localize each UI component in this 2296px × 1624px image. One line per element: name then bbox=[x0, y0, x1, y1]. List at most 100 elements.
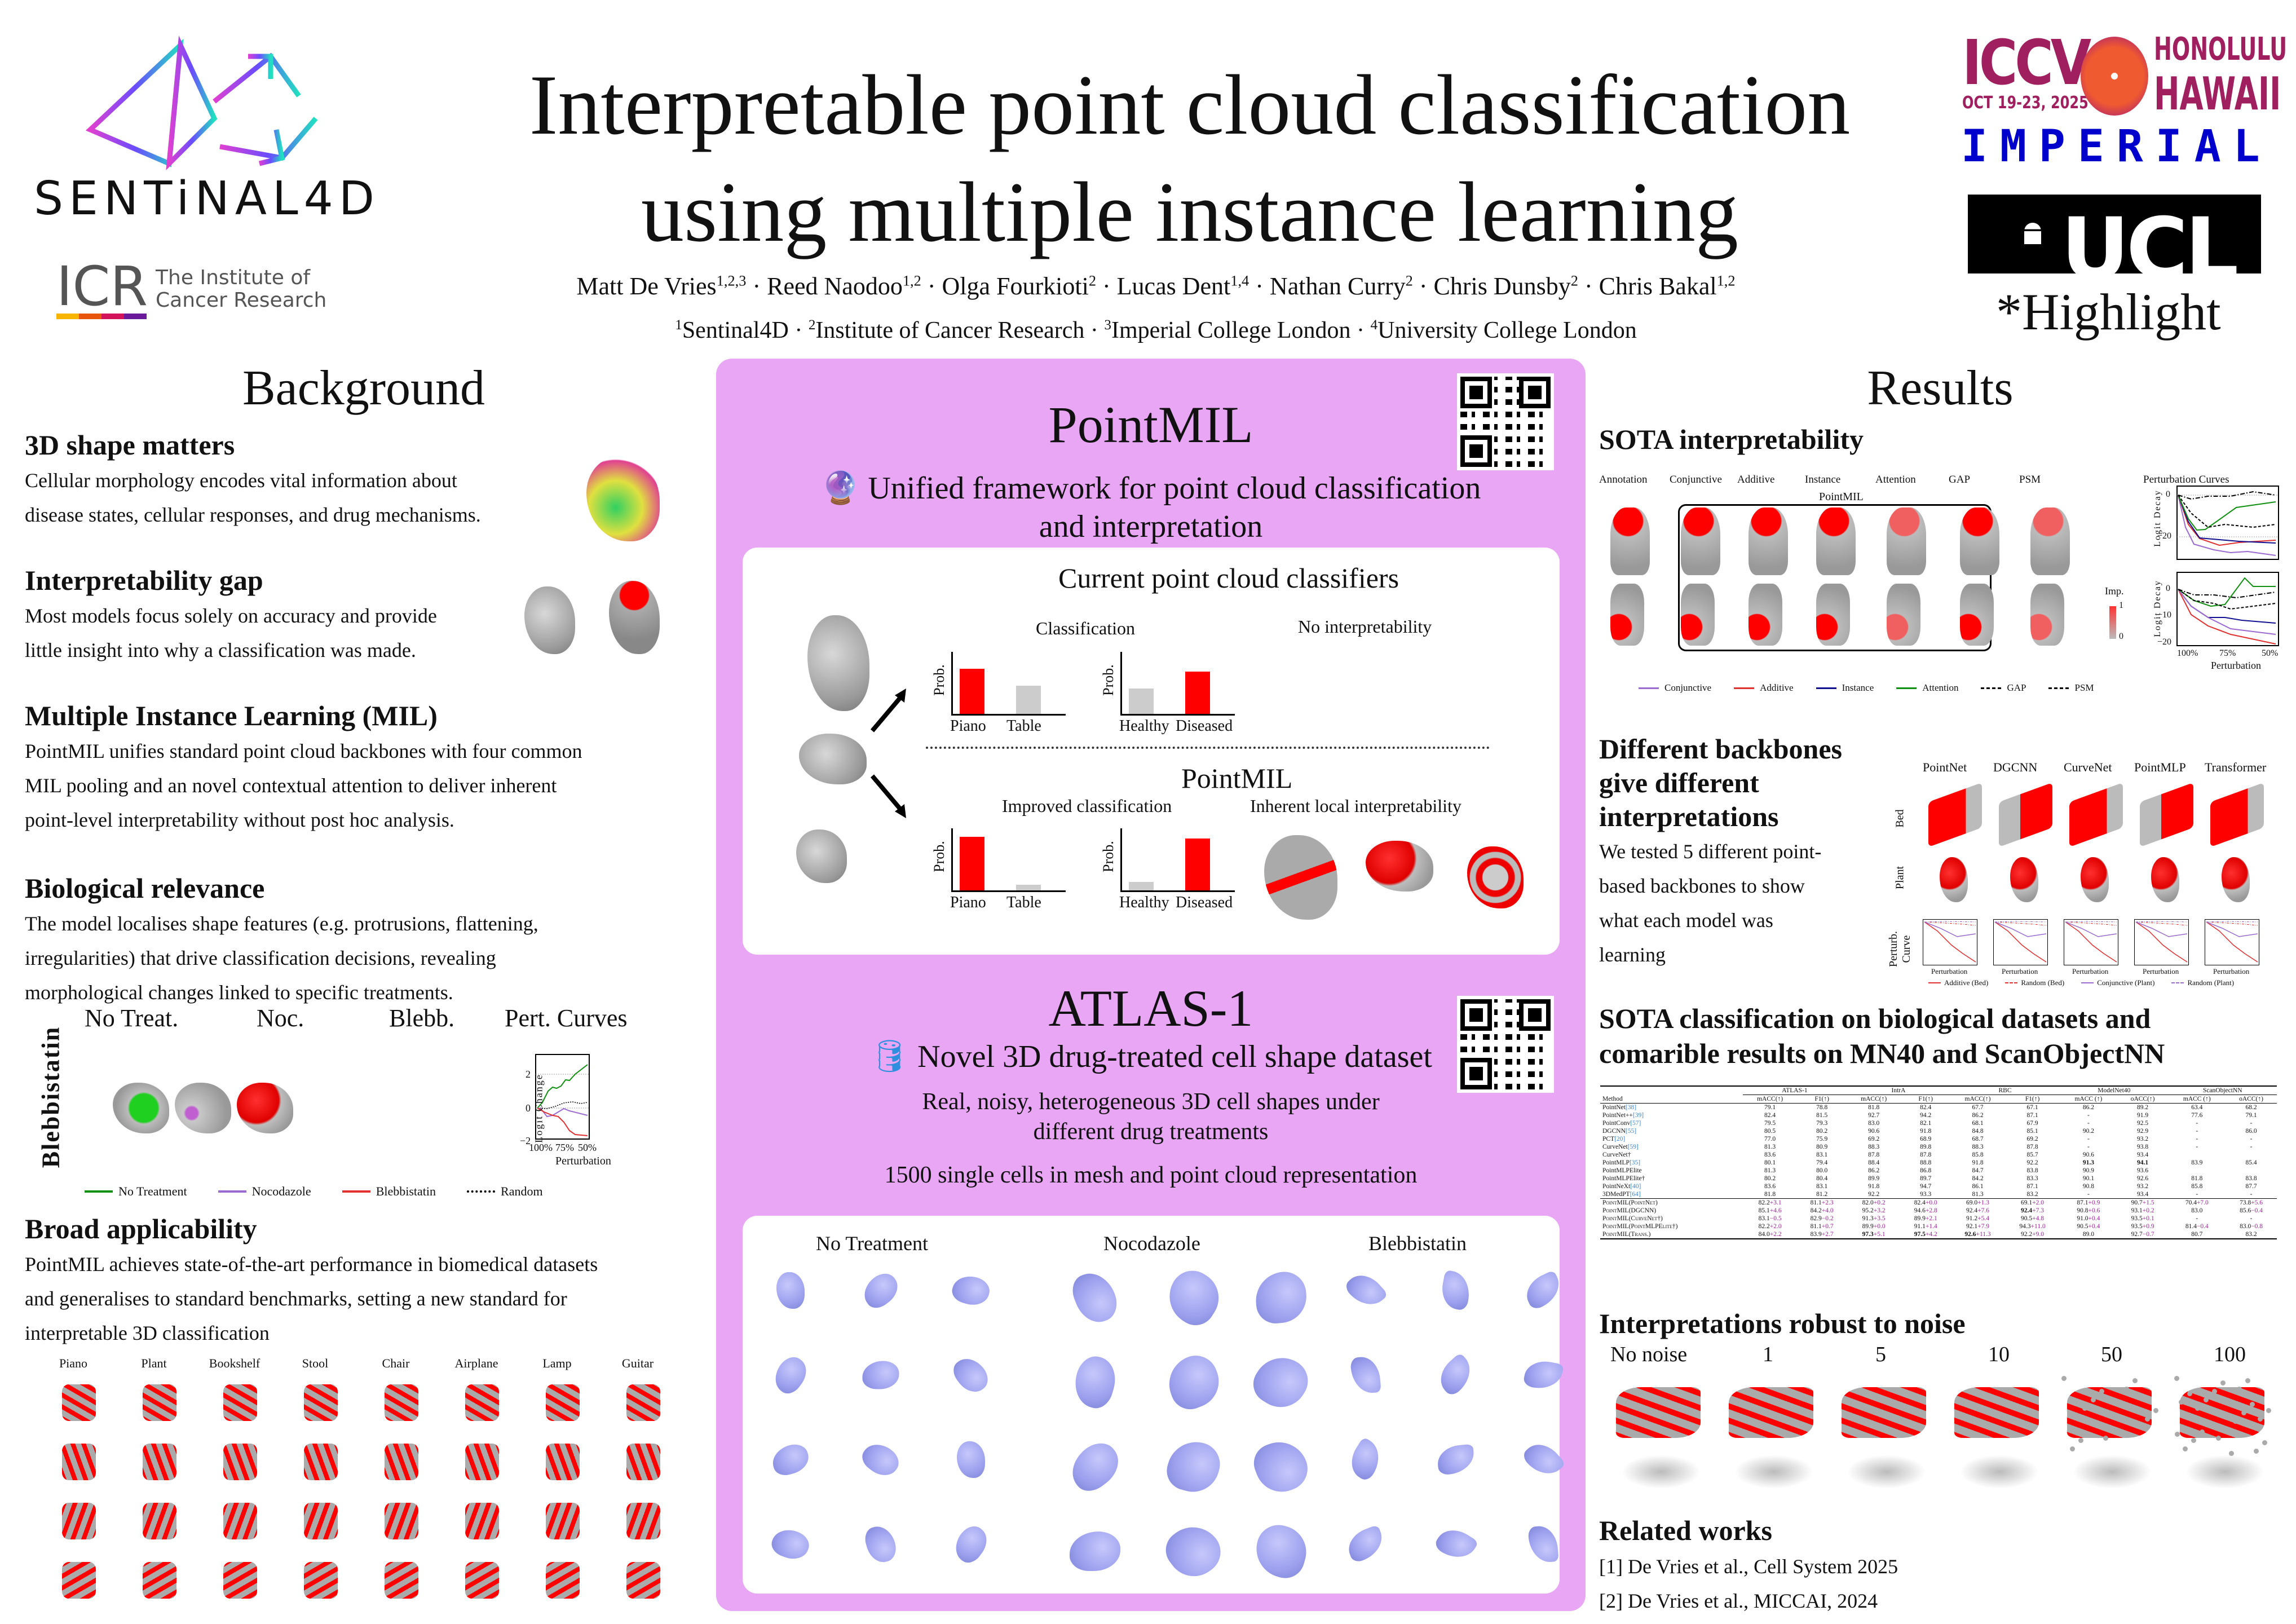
prob-bar-label: Diseased bbox=[1176, 894, 1233, 911]
bleb-col-curves: Pert. Curves bbox=[505, 1004, 628, 1032]
cell-value: 84.8 bbox=[1972, 1128, 1984, 1135]
modelnet-interpretation-image bbox=[223, 1562, 257, 1599]
citation-link[interactable]: [40] bbox=[1630, 1183, 1641, 1190]
citation-link[interactable]: [38] bbox=[1625, 1104, 1637, 1111]
cell-value: 85.8 bbox=[2191, 1183, 2203, 1190]
citation-link[interactable]: [20] bbox=[1614, 1136, 1626, 1142]
modelnet-interpretation-image bbox=[626, 1503, 660, 1539]
cell-shape bbox=[857, 1268, 904, 1313]
atlas-cell-count: 1500 single cells in mesh and point clou… bbox=[884, 1162, 1418, 1188]
cell-value: 86.1 bbox=[1972, 1183, 1984, 1190]
legend-item: Additive (Bed) bbox=[1928, 978, 1988, 987]
cell-value: 90.5 bbox=[2077, 1223, 2089, 1230]
table-cell: 88.4 bbox=[1847, 1159, 1901, 1167]
cell-value: 89.0 bbox=[2082, 1231, 2094, 1238]
noise-point bbox=[2187, 1391, 2192, 1396]
cell-shape bbox=[1062, 1435, 1128, 1498]
noise-point bbox=[2241, 1410, 2246, 1415]
cell-value: 91.3 bbox=[2082, 1159, 2094, 1166]
cell-shape bbox=[1522, 1357, 1564, 1393]
atlas-title: ATLAS-1 bbox=[1048, 979, 1253, 1037]
legend-swatch bbox=[342, 1190, 370, 1193]
table-cell: 85.8 bbox=[2169, 1182, 2226, 1190]
citation-link[interactable]: [59] bbox=[1627, 1144, 1639, 1150]
related-work-1[interactable]: [1] De Vries et al., Cell System 2025 bbox=[1599, 1555, 1898, 1578]
atlas-qr-code[interactable] bbox=[1457, 996, 1554, 1093]
method-name: PointConv bbox=[1602, 1120, 1631, 1127]
perturb-ytick-top-m20: −20 bbox=[2157, 531, 2172, 541]
cell-delta: −0.7 bbox=[2142, 1231, 2154, 1238]
cell-delta: −0.8 bbox=[2251, 1223, 2263, 1230]
noise-point bbox=[2266, 1408, 2271, 1413]
related-work-2[interactable]: [2] De Vries et al., MICCAI, 2024 bbox=[1599, 1590, 1878, 1612]
backbone-perturbation-chart bbox=[2205, 919, 2259, 965]
prob-bar-label: Piano bbox=[950, 717, 986, 735]
airplane-interpretation-image bbox=[1842, 1387, 1926, 1438]
cell-value: 89.9 bbox=[1862, 1223, 1874, 1230]
prob-bar bbox=[1185, 839, 1210, 890]
citation-link[interactable]: [35] bbox=[1629, 1159, 1641, 1166]
noise-point bbox=[2212, 1389, 2217, 1394]
table-cell: 79.1 bbox=[1743, 1104, 1798, 1112]
cell-value: 67.9 bbox=[2026, 1120, 2038, 1127]
legend-swatch bbox=[218, 1190, 246, 1193]
cell-value: 94.1 bbox=[2137, 1159, 2149, 1166]
cell-value: 80.9 bbox=[1816, 1144, 1828, 1150]
cell-value: 82.2 bbox=[1758, 1223, 1770, 1230]
imperial-logo: IMPERIAL bbox=[1961, 121, 2272, 172]
database-icon: 🛢 bbox=[869, 1039, 910, 1074]
table-cell: 92.2+9.0 bbox=[2005, 1230, 2060, 1238]
table-cell: 83.9+2.7 bbox=[1797, 1230, 1847, 1238]
table-cell: 67.9 bbox=[2005, 1119, 2060, 1127]
citation-link[interactable]: [64] bbox=[1630, 1191, 1641, 1198]
cell-shape bbox=[1068, 1352, 1121, 1412]
table-cell: 84.7 bbox=[1950, 1167, 2005, 1175]
cell-value: 82.2 bbox=[1758, 1199, 1770, 1206]
icr-name-line1: The Institute of bbox=[156, 266, 311, 290]
airplane-interpretation-image bbox=[2067, 1387, 2152, 1438]
cell-value: 80.0 bbox=[1816, 1167, 1828, 1174]
bed-interpretation-image bbox=[1928, 782, 1982, 848]
cell-value: 90.1 bbox=[2082, 1175, 2094, 1182]
bleb-col-noc: Noc. bbox=[257, 1004, 304, 1032]
pointmil-qr-code[interactable] bbox=[1457, 373, 1554, 470]
cell-delta: +5.1 bbox=[1873, 1231, 1886, 1238]
modelnet-interpretation-image bbox=[546, 1503, 580, 1539]
vessel-interpretation-image bbox=[1681, 584, 1715, 646]
table-cell: 92.4+7.3 bbox=[2005, 1207, 2060, 1215]
method-name: DGCNN bbox=[1602, 1128, 1626, 1135]
bleb-ytick-2: 2 bbox=[526, 1069, 531, 1080]
section-text: The model localises shape features (e.g.… bbox=[25, 907, 538, 1010]
cell-delta: +5.6 bbox=[2251, 1199, 2263, 1206]
legend-label: Instance bbox=[1842, 682, 1874, 693]
cell-value: 85.6 bbox=[2240, 1207, 2251, 1214]
prob-bar bbox=[960, 837, 984, 890]
cell-value: 69.2 bbox=[2026, 1136, 2038, 1142]
cell-value: 69.1 bbox=[2021, 1199, 2033, 1206]
backbone-column-label: DGCNN bbox=[1993, 760, 2038, 774]
table-cell: 89.9+0.0 bbox=[1847, 1223, 1901, 1230]
cell-value: 93.1 bbox=[2131, 1207, 2143, 1214]
cell-delta: +0.1 bbox=[2142, 1215, 2154, 1222]
noise-point bbox=[2233, 1419, 2238, 1424]
cell-delta: +0.2 bbox=[1873, 1199, 1886, 1206]
citation-link[interactable]: [55] bbox=[1625, 1128, 1637, 1135]
method-name: PointMIL(PointMLPElite†) bbox=[1602, 1223, 1678, 1230]
method-cell: PointNeXt[40] bbox=[1600, 1182, 1743, 1190]
section-divider bbox=[926, 747, 1490, 749]
legend-item: Blebbistatin bbox=[342, 1184, 436, 1199]
legend-label: Random (Plant) bbox=[2187, 978, 2235, 987]
section-text-line: The model localises shape features (e.g.… bbox=[25, 912, 538, 935]
table-cell: - bbox=[2169, 1143, 2226, 1151]
separator: · bbox=[921, 272, 942, 300]
table-cell: 88.8 bbox=[1901, 1159, 1950, 1167]
perturb-ytick-top-0: 0 bbox=[2166, 489, 2170, 499]
plant-interpretation-image bbox=[2010, 857, 2038, 902]
citation-link[interactable]: [57] bbox=[1630, 1120, 1641, 1127]
citation-link[interactable]: [39] bbox=[1632, 1112, 1644, 1119]
atlas-description: Real, noisy, heterogeneous 3D cell shape… bbox=[716, 1087, 1586, 1190]
vessel-interpretation-image bbox=[1816, 508, 1856, 575]
